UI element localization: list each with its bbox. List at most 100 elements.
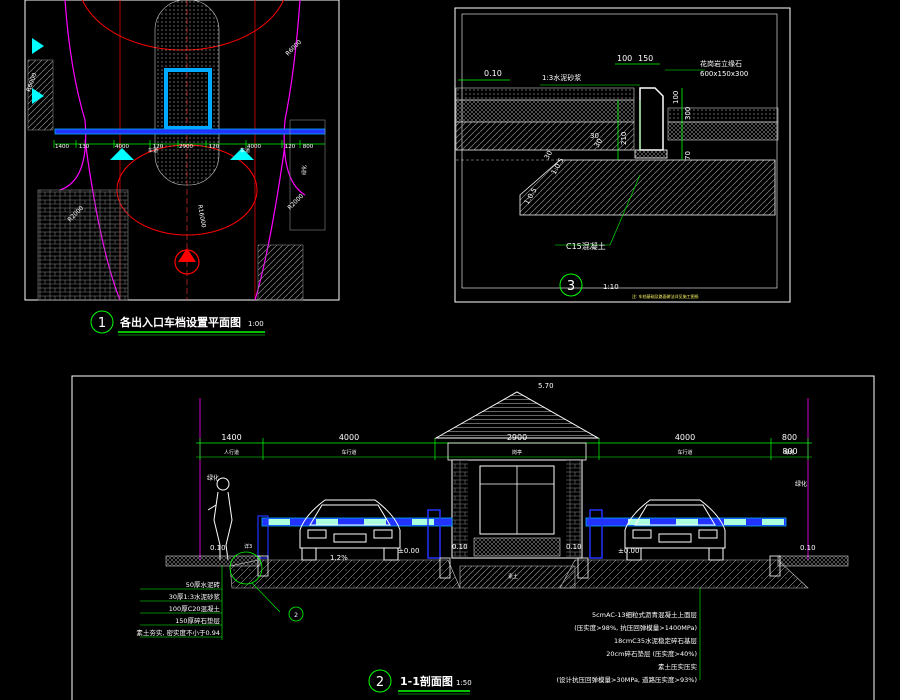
plan-title-block: 1 各出入口车档设置平面图 1:00 <box>90 310 265 336</box>
plan-road-edge <box>59 0 87 191</box>
layer-note-right: 20cm碎石垫层 (压实度>40%) <box>606 649 697 658</box>
plan-number-circle <box>90 310 114 334</box>
section-lane-label: 车行道 <box>341 449 356 456</box>
detail-dim-v: 100 <box>672 91 680 104</box>
detail-curb-base <box>634 149 668 159</box>
plan-guard-house <box>164 68 212 130</box>
plan-dim-label: 4000 <box>115 144 129 150</box>
car-left <box>299 499 401 561</box>
arrow-icon <box>32 38 44 54</box>
plan-label: R16000 <box>196 204 207 228</box>
plan-label: 车道 <box>240 147 250 154</box>
layer-note-right: 5cmAC-13细粒式沥青混凝土上面层 <box>592 610 698 619</box>
section-island-base <box>459 565 576 589</box>
layers-left: 50厚水泥砖 30厚1:3水泥砂浆 100厚C20混凝土 150厚碎石垫层素土夯实, … <box>136 580 222 638</box>
detail-concrete <box>519 159 776 216</box>
detail-dim-v: 210 <box>620 132 628 145</box>
layer-note-left: 150厚碎石垫层 <box>175 616 220 625</box>
detail-mortar-label: 1:3水泥砂浆 <box>542 73 581 82</box>
detail-number: 3 <box>567 279 575 294</box>
section-lane-label: 人行道 <box>224 449 239 456</box>
slope-label: 1.2% <box>330 554 348 562</box>
arrow-icon <box>230 148 254 160</box>
plan-dim-label: 120 <box>285 144 296 150</box>
car-right <box>624 499 726 561</box>
plan-side-building <box>289 119 326 231</box>
level-label: 0.10 <box>210 544 226 552</box>
section-lane-label: 岗亭 <box>512 449 522 456</box>
section-lane-label: 绿化 <box>784 449 794 456</box>
plan-road-edge <box>283 0 306 196</box>
plan-title: 各出入口车档设置平面图 <box>119 315 241 329</box>
arrow-icon <box>110 148 134 160</box>
section-title: 1-1剖面图 <box>400 674 453 688</box>
plan-dim-label: 800 <box>303 144 314 150</box>
plan-label: R6000 <box>284 39 303 58</box>
section-dim-label: 800 <box>782 447 797 456</box>
plan-label: 车道 <box>148 147 158 154</box>
curb <box>439 557 451 579</box>
section-scale: 1:50 <box>456 679 472 687</box>
detail-layer <box>455 121 635 151</box>
ground-label: 素土 <box>508 573 518 580</box>
pedestrian-figure <box>207 477 233 561</box>
section-dim-label: 4000 <box>339 433 359 442</box>
detail-layer <box>455 99 635 123</box>
section-dim-label: 4000 <box>675 433 695 442</box>
layer-note-left: 素土夯实, 密实度不小于0.94 <box>136 628 220 637</box>
barrier-post <box>257 515 269 559</box>
layer-note-left: 100厚C20混凝土 <box>169 604 221 613</box>
barrier-post <box>427 509 441 559</box>
detail-concrete-label: C15混凝土 <box>566 241 606 251</box>
guard-house-pillar <box>566 460 582 558</box>
detail-layer <box>667 121 779 141</box>
level-label: 0.10 <box>566 543 582 551</box>
detail-note: 注: 车档基础及路面做法详见施工图纸 <box>632 293 699 299</box>
arrow-icon <box>32 88 44 104</box>
plan-island <box>154 0 220 186</box>
detail-dim: 30 <box>593 137 604 149</box>
layer-note-left: 30厚1:3水泥砂浆 <box>169 592 221 601</box>
layer-note-left: 50厚水泥砖 <box>186 580 221 589</box>
section-frame <box>71 375 875 700</box>
section-number: 2 <box>376 675 384 690</box>
level-label: ±0.00 <box>398 547 419 555</box>
layer-note-right: (压实度>98%, 抗压回弹模量>1400MPa) <box>574 623 697 632</box>
section-top-level: 5.70 <box>538 382 554 390</box>
detail-layer <box>455 87 635 101</box>
detail-dim: 150 <box>638 54 653 63</box>
guard-house-shrubs <box>473 537 561 557</box>
barrier-post <box>589 509 603 559</box>
section-dim-label: 1400 <box>221 433 241 442</box>
section-road-left <box>229 559 461 589</box>
detail-dim: 30 <box>543 149 554 161</box>
detail-dim-v: 70 <box>684 151 692 160</box>
detail-dim-v: 300 <box>684 107 692 120</box>
curb <box>577 557 589 579</box>
section-number-circle <box>368 669 392 693</box>
curb <box>769 555 781 577</box>
plan-frame <box>24 0 340 301</box>
plan-dim-label: 120 <box>209 144 220 150</box>
plan-dim-label: 2900 <box>179 144 193 150</box>
section-dim-label: 800 <box>782 433 797 442</box>
curb <box>257 555 269 577</box>
plan-paving <box>37 189 129 301</box>
level-label: ±0.00 <box>618 547 639 555</box>
section-right-label: 绿化 <box>795 480 807 488</box>
plan-scale: 1:00 <box>248 320 264 328</box>
section-lane-label: 车行道 <box>677 449 692 456</box>
layer-note-right: 18cmC35水泥稳定碎石基层 <box>614 636 697 645</box>
barrier-arm-left <box>261 517 453 527</box>
plan-dim-label: 120 <box>153 144 164 150</box>
guard-house-pillar <box>452 460 468 558</box>
plan-dim-label: 130 <box>79 144 90 150</box>
curb-ref-label: 详3 <box>244 543 252 550</box>
section-view: 1400人行道4000车行道2900岗亭4000车行道800绿化800 5.70 <box>71 375 875 700</box>
detail-number-circle <box>559 273 583 297</box>
detail-frame-outer <box>454 7 791 303</box>
plan-barrier-line <box>54 128 326 135</box>
